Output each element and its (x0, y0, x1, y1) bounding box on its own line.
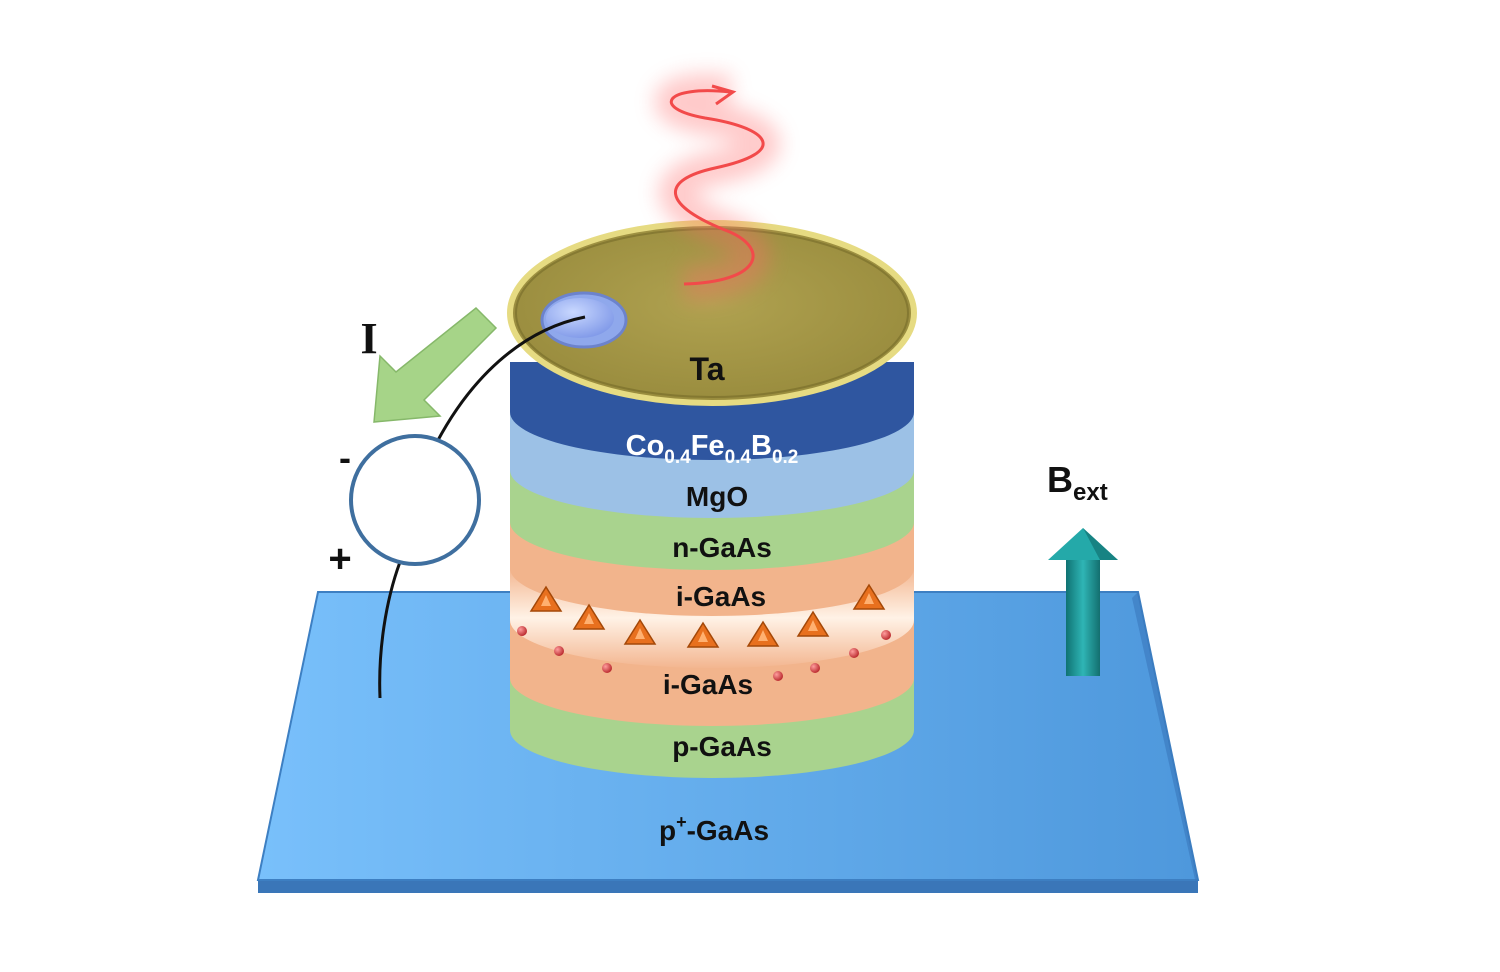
wire-top (435, 315, 586, 443)
label-minus: - (339, 437, 351, 478)
label-p-gaas: p-GaAs (672, 731, 772, 762)
label-ta: Ta (690, 351, 725, 387)
label-cofeb: Co0.4Fe0.4B0.2 (626, 430, 799, 468)
label-substrate: p+-GaAs (659, 812, 769, 846)
label-i-gaas-bottom: i-GaAs (663, 669, 753, 700)
label-current: I (360, 314, 377, 363)
wire-bottom (378, 561, 402, 699)
quantum-dot-icon (572, 603, 606, 630)
quantum-dot-icon (796, 610, 830, 637)
label-mgo: MgO (686, 481, 748, 512)
emission-wave-icon (654, 73, 780, 301)
quantum-dot-icon (686, 621, 720, 648)
carrier-dots (517, 626, 891, 681)
label-n-gaas: n-GaAs (672, 532, 772, 563)
quantum-dot-icon (852, 583, 886, 610)
layer-stack (507, 220, 917, 778)
quantum-dot-icon (623, 618, 657, 645)
quantum-dot-icon (746, 620, 780, 647)
quantum-dots (529, 583, 886, 648)
label-plus: + (328, 537, 351, 581)
voltage-source-icon (349, 434, 481, 566)
current-arrow-icon (373, 306, 498, 423)
field-arrow-icon (1048, 528, 1118, 676)
label-field: Bext (1047, 459, 1108, 506)
label-i-gaas-top: i-GaAs (676, 581, 766, 612)
quantum-dot-icon (529, 585, 563, 612)
